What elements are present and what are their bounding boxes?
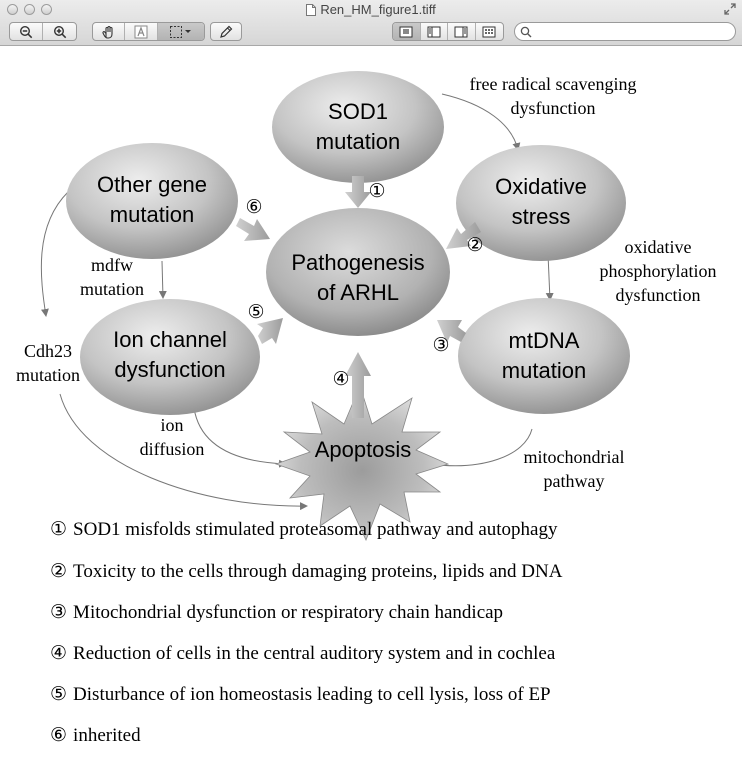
- arrow-1: [345, 176, 371, 208]
- node-oxidative-label: Oxidative stress: [495, 174, 587, 229]
- marker-4: ④: [332, 368, 350, 390]
- window-titlebar: Ren_HM_figure1.tiff: [0, 0, 742, 46]
- annot-mito-pathway: mitochondrial pathway: [523, 447, 625, 491]
- node-center: [266, 208, 450, 336]
- tool-controls: [92, 22, 205, 41]
- node-ion-channel-label: Ion channel dysfunction: [113, 327, 227, 382]
- node-center-label: Pathogenesis of ARHL: [291, 250, 425, 305]
- search-field[interactable]: [514, 22, 736, 41]
- zoom-out-icon: [19, 25, 33, 38]
- grid-view-button[interactable]: [476, 23, 503, 40]
- zoom-out-button[interactable]: [10, 23, 44, 40]
- node-apoptosis-label: Apoptosis: [314, 437, 412, 462]
- zoom-in-button[interactable]: [43, 23, 76, 40]
- node-mtdna-label: mtDNA mutation: [501, 328, 587, 383]
- connector-mito-pathway: [429, 428, 533, 467]
- annotate-button[interactable]: [211, 23, 241, 40]
- search-input[interactable]: [535, 24, 725, 39]
- legend-num-5: ⑤: [50, 683, 68, 705]
- sidebar-right-button[interactable]: [448, 23, 476, 40]
- legend-num-4: ④: [50, 642, 68, 664]
- annot-ion-diffusion: ion diffusion: [139, 415, 205, 459]
- grid-view-icon: [482, 26, 496, 37]
- annotate-controls: [210, 22, 242, 41]
- sidebar-left-icon: [427, 26, 441, 37]
- marker-5: ⑤: [247, 301, 265, 323]
- connector-cdh23: [40, 191, 69, 317]
- connector-oxphos: [545, 253, 554, 301]
- sidebar-left-button[interactable]: [421, 23, 448, 40]
- legend-text-6: inherited: [73, 725, 141, 746]
- legend-text-5: Disturbance of ion homeostasis leading t…: [73, 684, 551, 705]
- node-sod1: [272, 71, 444, 183]
- marker-1: ①: [368, 180, 386, 202]
- arrow-5: [257, 318, 283, 344]
- close-window-button[interactable]: [7, 4, 18, 15]
- legend-text-4: Reduction of cells in the central audito…: [73, 643, 556, 664]
- hand-tool-button[interactable]: [93, 23, 126, 40]
- annot-mdfw: mdfw mutation: [80, 255, 144, 299]
- node-oxidative: [456, 145, 626, 261]
- node-other-gene: [66, 143, 238, 259]
- window-title: Ren_HM_figure1.tiff: [320, 2, 436, 17]
- annot-oxphos: oxidative phosphorylation dysfunction: [599, 237, 717, 305]
- arrow-2: [446, 222, 481, 249]
- rect-select-icon: [169, 25, 191, 38]
- connector-mdfw: [158, 260, 167, 299]
- legend-num-6: ⑥: [50, 724, 68, 746]
- connector-freeradical: [441, 93, 521, 151]
- legend-num-2: ②: [50, 560, 68, 582]
- arrow-4: [345, 352, 371, 418]
- rect-select-button[interactable]: [157, 23, 204, 40]
- view-controls: [392, 22, 504, 41]
- marker-3: ③: [432, 334, 450, 356]
- single-page-icon: [399, 26, 413, 37]
- marker-6: ⑥: [245, 196, 263, 218]
- legend-num-3: ③: [50, 601, 68, 623]
- fullscreen-icon[interactable]: [724, 3, 736, 15]
- sidebar-right-icon: [454, 26, 468, 37]
- annot-free-radical: free radical scavenging dysfunction: [469, 74, 637, 118]
- search-icon: [520, 26, 532, 38]
- annot-cdh23: Cdh23 mutation: [16, 341, 80, 385]
- zoom-window-button[interactable]: [41, 4, 52, 15]
- single-page-view-button[interactable]: [393, 23, 421, 40]
- text-select-button[interactable]: [125, 23, 158, 40]
- node-other-gene-label: Other gene mutation: [96, 172, 208, 227]
- node-ion-channel: [80, 299, 260, 415]
- figure-canvas: SOD1 mutation Other gene mutation Oxidat…: [0, 46, 742, 757]
- node-mtdna: [458, 298, 630, 414]
- legend-text-2: Toxicity to the cells through damaging p…: [73, 561, 563, 582]
- connector-ion-diffusion: [193, 407, 287, 468]
- marker-2: ②: [466, 234, 484, 256]
- legend-num-1: ①: [50, 518, 68, 540]
- pencil-icon: [220, 25, 233, 38]
- diagram-graphics: [40, 71, 630, 542]
- text-select-icon: [134, 25, 148, 38]
- connector-cdh23-apoptosis: [59, 393, 308, 511]
- zoom-controls: [9, 22, 77, 41]
- zoom-in-icon: [53, 25, 66, 38]
- arrow-3: [437, 320, 466, 343]
- arrow-6: [236, 218, 270, 241]
- minimize-window-button[interactable]: [24, 4, 35, 15]
- legend-text-1: SOD1 misfolds stimulated proteasomal pat…: [73, 519, 558, 540]
- hand-tool-icon: [102, 25, 113, 39]
- document-icon: [306, 4, 317, 16]
- node-apoptosis: [274, 384, 450, 542]
- node-sod1-label: SOD1 mutation: [315, 99, 401, 154]
- legend-text-3: Mitochondrial dysfunction or respiratory…: [73, 602, 504, 623]
- window-title-wrap: Ren_HM_figure1.tiff: [0, 2, 742, 17]
